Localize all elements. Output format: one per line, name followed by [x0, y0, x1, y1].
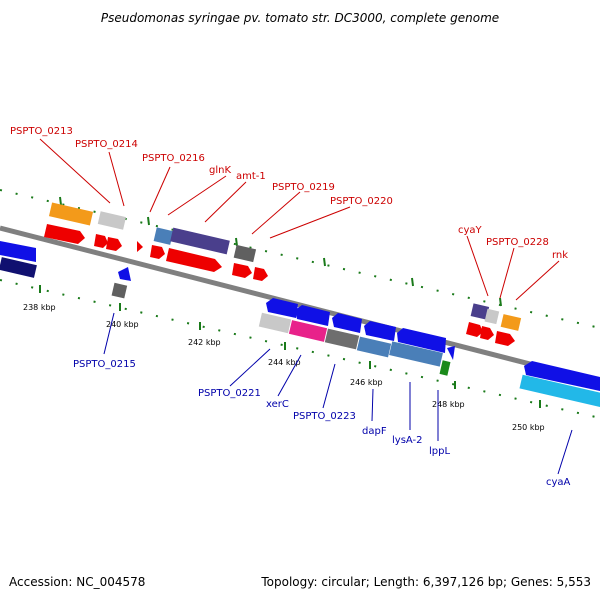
gene-block-lightgray-0227 — [484, 308, 500, 325]
gene-label-amt-1: amt-1 — [236, 171, 266, 182]
kbp-tick-labels: 238 kbp 240 kbp 242 kbp 244 kbp 246 kbp … — [23, 303, 545, 432]
tick-label: 250 kbp — [512, 423, 545, 432]
tick-label: 240 kbp — [106, 320, 139, 329]
tick-label: 244 kbp — [268, 358, 301, 367]
map-title: Pseudomonas syringae pv. tomato str. DC3… — [101, 11, 499, 25]
gene-label-pspto-0221: PSPTO_0221 — [198, 388, 261, 399]
gene-block-orange-0229 — [500, 314, 522, 331]
forward-gene-labels: PSPTO_0213 PSPTO_0214 PSPTO_0216 glnK am… — [10, 126, 568, 261]
major-ticks — [39, 196, 541, 408]
gene-label-pspto-0223: PSPTO_0223 — [293, 411, 356, 422]
gene-block-darkslate — [170, 227, 230, 255]
gene-label-rnk: rnk — [552, 250, 568, 261]
genome-backbone — [0, 225, 600, 385]
tick-label: 238 kbp — [23, 303, 56, 312]
reverse-gene-labels: PSPTO_0215 PSPTO_0221 xerC PSPTO_0223 da… — [73, 359, 571, 488]
gene-label-glnk: glnK — [209, 165, 231, 176]
gene-block-slate-0226 — [470, 303, 490, 320]
tick-label: 246 kbp — [350, 378, 383, 387]
gene-label-lysa-2: lysA-2 — [392, 435, 423, 446]
gene-label-cyaa: cyaA — [546, 477, 571, 488]
gene-label-pspto-0215: PSPTO_0215 — [73, 359, 136, 370]
forward-leaders — [39, 138, 560, 301]
reverse-features — [0, 241, 600, 408]
gene-label-pspto-0228: PSPTO_0228 — [486, 237, 549, 248]
gene-label-dapf: dapF — [362, 426, 387, 437]
gene-block-darkgray — [233, 244, 257, 263]
reverse-leaders — [103, 312, 573, 475]
gene-label-xerc: xerC — [266, 399, 289, 410]
gene-block-lightgray — [97, 211, 127, 230]
gene-label-pspto-0219: PSPTO_0219 — [272, 182, 335, 193]
gene-label-pspto-0213: PSPTO_0213 — [10, 126, 73, 137]
gene-label-cyay: cyaY — [458, 225, 483, 236]
arrow-0213 — [44, 224, 85, 244]
gene-label-pspto-0216: PSPTO_0216 — [142, 153, 205, 164]
gene-label-pspto-0214: PSPTO_0214 — [75, 139, 138, 150]
forward-arrows — [44, 224, 515, 346]
accession-text: Accession: NC_004578 — [9, 575, 145, 589]
gene-block-steelblue — [153, 227, 174, 245]
gene-block-orange — [48, 202, 94, 226]
forward-features-upper — [48, 202, 522, 331]
gene-label-pspto-0220: PSPTO_0220 — [330, 196, 393, 207]
tick-label: 248 kbp — [432, 400, 465, 409]
topology-text: Topology: circular; Length: 6,397,126 bp… — [260, 575, 591, 589]
tick-label: 242 kbp — [188, 338, 221, 347]
gene-label-lppl: lppL — [429, 446, 450, 457]
